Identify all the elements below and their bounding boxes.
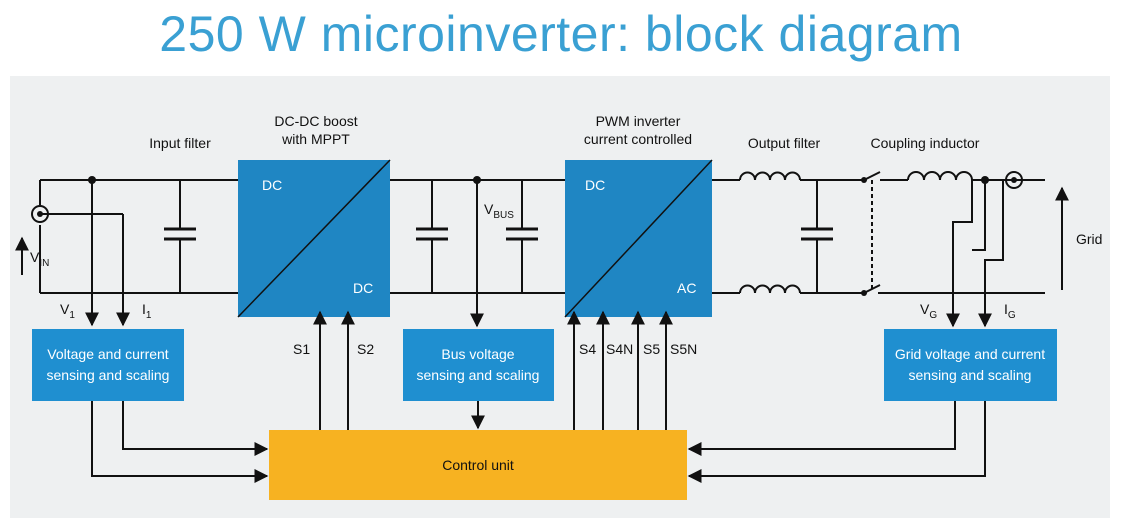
grid-label: Grid (1076, 231, 1102, 247)
s1-label: S1 (293, 341, 310, 357)
pwm-inverter-block: DC AC (564, 159, 713, 318)
svg-text:sensing and scaling: sensing and scaling (909, 367, 1032, 383)
diagram-title: 250 W microinverter: block diagram (159, 6, 963, 62)
output-filter-label: Output filter (748, 135, 821, 151)
ig-tap (978, 180, 1004, 328)
grid-node-link (972, 180, 986, 251)
svg-text:Voltage and current: Voltage and current (47, 346, 169, 362)
vin-label: VIN (30, 249, 49, 269)
dcdc-output-label: DC (353, 280, 373, 296)
bus-sensing-block: Bus voltage sensing and scaling (403, 329, 554, 401)
dcdc-input-label: DC (262, 177, 282, 193)
output-inductor-top-icon (739, 171, 801, 181)
svg-text:sensing and scaling: sensing and scaling (47, 367, 170, 383)
vg-tap (946, 180, 973, 328)
s2-label: S2 (357, 341, 374, 357)
pwm-title-line1: PWM inverter (596, 113, 681, 129)
output-filter-capacitor-icon (801, 180, 833, 293)
grid-relay-switch-icon (861, 171, 908, 296)
vc-sense-to-control-1 (91, 401, 269, 483)
vbus-label: VBUS (484, 201, 514, 221)
bus-capacitor-2-icon (506, 180, 538, 293)
grid-sensing-block: Grid voltage and current sensing and sca… (884, 329, 1057, 401)
svg-text:Bus voltage: Bus voltage (441, 346, 514, 362)
i1-label: I1 (142, 301, 152, 321)
input-filter-capacitor-icon (164, 180, 196, 293)
vg-label: VG (920, 301, 937, 321)
grid-sense-to-control-1 (687, 401, 956, 456)
ig-label: IG (1004, 301, 1016, 321)
dcdc-title-line1: DC-DC boost (274, 113, 357, 129)
output-inductor-bottom-icon (739, 284, 801, 294)
v1-label: V1 (60, 301, 75, 321)
input-filter-label: Input filter (149, 135, 211, 151)
dcdc-boost-block: DC DC (237, 159, 391, 318)
pwm-output-label: AC (677, 280, 696, 296)
svg-text:sensing and scaling: sensing and scaling (417, 367, 540, 383)
svg-text:Grid voltage and current: Grid voltage and current (895, 346, 1045, 362)
control-unit-block: Control unit (269, 430, 687, 500)
dcdc-title-line2: with MPPT (281, 131, 350, 147)
output-terminal-icon (1005, 171, 1023, 189)
s4n-label: S4N (606, 341, 633, 357)
coupling-inductor-icon (907, 171, 973, 181)
s4-label: S4 (579, 341, 596, 357)
vc-sensing-block: Voltage and current sensing and scaling (32, 329, 184, 401)
coupling-inductor-label: Coupling inductor (871, 135, 980, 151)
svg-text:Control unit: Control unit (442, 457, 514, 473)
pwm-title-line2: current controlled (584, 131, 692, 147)
s5-label: S5 (643, 341, 660, 357)
bus-capacitor-1-icon (416, 180, 448, 293)
vc-sense-to-control-2 (122, 401, 269, 456)
pwm-input-label: DC (585, 177, 605, 193)
s5n-label: S5N (670, 341, 697, 357)
grid-sense-to-control-2 (687, 401, 986, 483)
